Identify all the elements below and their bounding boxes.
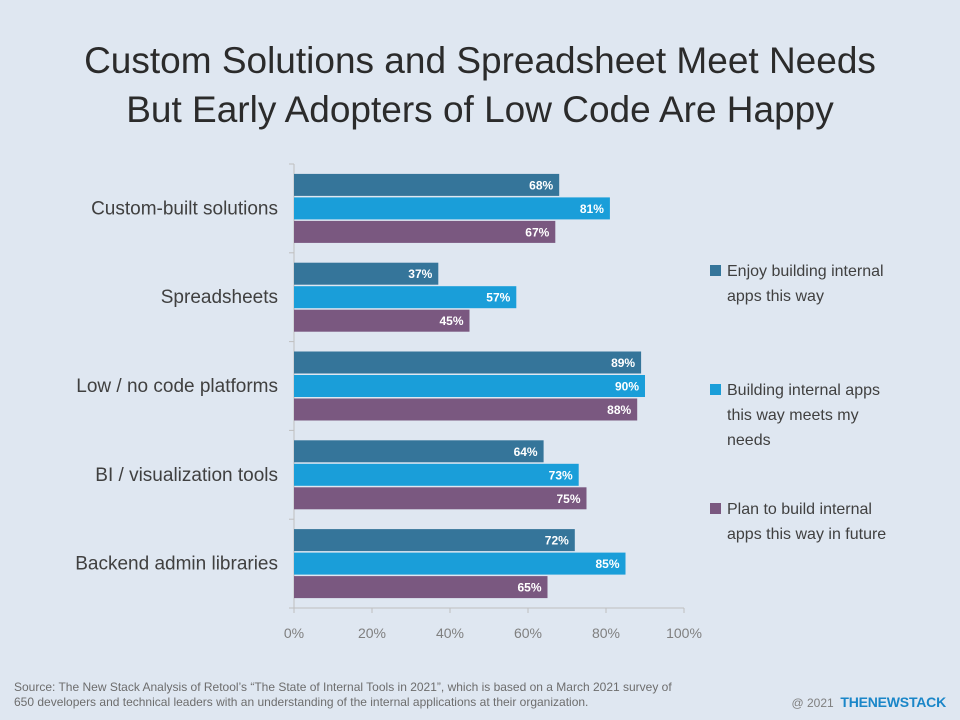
bar-data-label: 75% <box>556 492 580 506</box>
copyright-text: @ 2021 <box>791 696 834 710</box>
bar <box>294 309 470 332</box>
legend-swatch <box>710 503 721 514</box>
category-label: BI / visualization tools <box>95 465 278 486</box>
x-tick-label: 0% <box>284 625 304 641</box>
legend-label: apps this way in future <box>727 526 886 543</box>
bar <box>294 286 517 309</box>
source-note-line-1: Source: The New Stack Analysis of Retool… <box>14 680 672 694</box>
bar-data-label: 88% <box>607 403 631 417</box>
bar-data-label: 85% <box>595 557 619 571</box>
bar <box>294 351 642 374</box>
brand-footer: @ 2021 THENEWSTACK <box>791 694 946 710</box>
category-label: Spreadsheets <box>161 287 278 308</box>
legend-label: Enjoy building internal <box>727 263 884 280</box>
bar <box>294 173 560 196</box>
legend-label: needs <box>727 432 771 449</box>
chart-title: Custom Solutions and Spreadsheet Meet Ne… <box>0 36 960 134</box>
category-label: Low / no code platforms <box>76 376 278 397</box>
x-tick-label: 60% <box>514 625 542 641</box>
bar-data-label: 90% <box>615 380 639 394</box>
source-note: Source: The New Stack Analysis of Retool… <box>14 680 784 710</box>
bar-data-label: 57% <box>486 291 510 305</box>
bar <box>294 576 548 599</box>
legend-swatch <box>710 265 721 276</box>
bar-data-label: 81% <box>580 202 604 216</box>
bar-data-label: 73% <box>549 468 573 482</box>
source-note-line-2: 650 developers and technical leaders wit… <box>14 695 589 709</box>
bar-data-label: 68% <box>529 178 553 192</box>
chart-title-line-1: Custom Solutions and Spreadsheet Meet Ne… <box>84 40 876 81</box>
bar-chart: 0% 20% 40% 60% 80% 100% Custom-built solutions… <box>75 163 886 641</box>
x-tick-label: 40% <box>436 625 464 641</box>
bar <box>294 552 626 575</box>
category-label: Custom-built solutions <box>91 198 278 219</box>
bar <box>294 375 645 397</box>
bar <box>294 262 439 285</box>
legend-label: apps this way <box>727 288 824 305</box>
legend-label: Plan to build internal <box>727 501 872 518</box>
bar-data-label: 89% <box>611 356 635 370</box>
legend-label: Building internal apps <box>727 382 880 399</box>
bar-data-label: 45% <box>439 314 463 328</box>
legend-swatch <box>710 384 721 395</box>
bar-data-label: 67% <box>525 225 549 239</box>
category-label: Backend admin libraries <box>75 554 278 575</box>
brand-logo: THENEWSTACK <box>840 694 946 710</box>
bar-data-label: 37% <box>408 267 432 281</box>
bar <box>294 440 544 463</box>
x-tick-label: 80% <box>592 625 620 641</box>
x-tick-label: 20% <box>358 625 386 641</box>
bar <box>294 197 610 220</box>
bar <box>294 220 556 243</box>
bar <box>294 463 579 486</box>
x-tick-label: 100% <box>666 625 702 641</box>
bar-data-label: 64% <box>514 445 538 459</box>
bar <box>294 529 575 552</box>
bar-data-label: 65% <box>517 581 541 595</box>
bar-data-label: 72% <box>545 534 569 548</box>
bar <box>294 487 587 510</box>
bar <box>294 398 638 421</box>
chart-title-line-2: But Early Adopters of Low Code Are Happy <box>126 89 834 130</box>
legend-label: this way meets my <box>727 407 859 424</box>
